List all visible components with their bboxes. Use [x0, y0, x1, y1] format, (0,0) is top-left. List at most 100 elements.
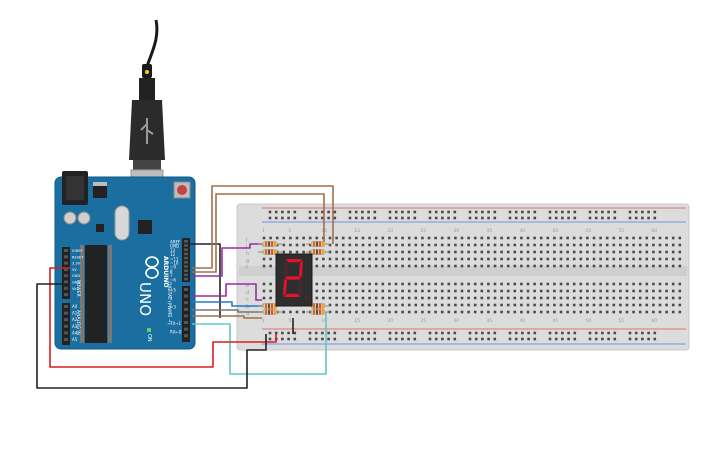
segment-c: [298, 279, 302, 296]
column-number: 50: [585, 318, 591, 324]
analog-pin-label: A0: [72, 304, 78, 309]
reset-button[interactable]: [173, 181, 191, 199]
row-letter: d: [246, 290, 249, 296]
wire-purple-lower: [192, 283, 262, 301]
segment-a: [286, 259, 302, 263]
digital-pin-label: ~5: [170, 288, 176, 293]
resistors[interactable]: [258, 241, 330, 315]
analog-label: ANALOG IN: [75, 310, 81, 335]
wire-brown-inner: [192, 193, 325, 273]
arduino-logo-icon: [145, 256, 159, 279]
column-number: 35: [486, 228, 492, 234]
wires[interactable]: [36, 185, 334, 389]
column-number: 45: [552, 228, 558, 234]
analog-pin-label: A1: [72, 311, 78, 316]
digital-pin-label: 4: [170, 296, 173, 301]
usb-cable[interactable]: [129, 19, 165, 195]
wire-brown-bottom: [192, 315, 262, 319]
analog-pin-label: A2: [72, 317, 78, 322]
wire-blue: [192, 301, 262, 307]
arduino-pin-holes[interactable]: [64, 240, 188, 341]
row-letter: a: [246, 311, 249, 317]
wire-black-gnd-top: [190, 243, 221, 318]
digital-pin-label: TX→1: [169, 321, 182, 326]
row-letter: b: [246, 304, 249, 310]
column-number: 1: [262, 228, 265, 234]
usb-trident-icon: [140, 118, 154, 144]
column-number: 15: [354, 318, 360, 324]
segment-e: [283, 279, 287, 296]
resistor[interactable]: [306, 309, 330, 315]
digital-pin-label: ~11: [170, 256, 179, 261]
column-number: 20: [387, 318, 393, 324]
column-number: 60: [651, 318, 657, 324]
segment-f: [284, 260, 288, 277]
segment-g: [285, 276, 301, 280]
column-number: 1: [262, 318, 265, 324]
column-number: 40: [519, 228, 525, 234]
display-segments: [283, 259, 308, 299]
power-pin-label: GND: [72, 274, 80, 278]
breadboard[interactable]: j i h g f e d c b a 11551010151520202525…: [236, 203, 690, 351]
on-label: ON: [146, 334, 152, 342]
digital-pin-label: ~3: [170, 304, 176, 309]
wire-purple-upper: [192, 243, 262, 277]
cable-tip-icon: [145, 70, 149, 74]
digital-pin-label: 7: [170, 273, 173, 278]
column-number: 25: [420, 228, 426, 234]
column-number: 15: [354, 228, 360, 234]
row-letter: j: [245, 237, 247, 243]
arduino-uno-board[interactable]: ARDUINO UNO ON DIGITAL (PWM= ~) POWER AN…: [54, 171, 196, 350]
column-number: 55: [618, 318, 624, 324]
breadboard-row-letters: j i h g f e d c b a: [245, 237, 249, 317]
resistor[interactable]: [258, 241, 282, 247]
wire-teal: [192, 312, 327, 375]
analog-pin-label: A4: [72, 330, 78, 335]
digital-label: DIGITAL (PWM= ~): [166, 282, 172, 325]
arduino-model-text: UNO: [136, 282, 154, 316]
power-pin-label: IOREF: [72, 249, 83, 253]
column-number: 5: [288, 228, 291, 234]
digital-pin-label: AREF: [170, 240, 181, 245]
column-number: 50: [585, 228, 591, 234]
column-number: 30: [453, 318, 459, 324]
column-number: 55: [618, 228, 624, 234]
column-number: 5: [288, 318, 291, 324]
digital-pin-label: 8: [170, 269, 173, 274]
segment-d: [284, 293, 300, 297]
wire-gray: [192, 309, 262, 313]
column-number: 60: [651, 228, 657, 234]
power-pin-labels: IOREF RESET 3.3V 5V GND GND Vin: [72, 249, 84, 291]
resistor[interactable]: [258, 309, 282, 315]
resistor[interactable]: [306, 249, 330, 255]
row-letter: g: [246, 258, 249, 264]
digital-pin-label: 2: [170, 313, 173, 318]
column-number: 20: [387, 228, 393, 234]
power-pin-label: RESET: [72, 255, 84, 259]
resistor[interactable]: [306, 241, 330, 247]
power-pin-label: GND: [72, 281, 80, 285]
row-letter: i: [246, 244, 247, 250]
row-letter: e: [246, 283, 249, 289]
wire-brown-outer: [192, 185, 334, 269]
wire-black-gnd: [36, 283, 267, 389]
power-pin-label: Vin: [72, 287, 78, 291]
power-pin-label: 5V: [72, 268, 77, 272]
segment-b: [299, 260, 303, 277]
analog-pin-label: A5: [72, 337, 78, 342]
column-number: 45: [552, 318, 558, 324]
power-label: POWER: [75, 280, 81, 297]
column-number: 10: [321, 318, 327, 324]
arduino-logo-text: ARDUINO: [162, 256, 169, 287]
decimal-point: [304, 295, 308, 299]
row-letter: f: [246, 265, 248, 271]
display-digit-value: 2: [0, 0, 1, 1]
power-pin-label: 3.3V: [72, 262, 81, 266]
resistor[interactable]: [258, 249, 282, 255]
digital-pin-label: RX←0: [170, 330, 182, 335]
wire-red-5v: [49, 267, 277, 368]
seven-segment-display[interactable]: 2: [0, 0, 313, 307]
